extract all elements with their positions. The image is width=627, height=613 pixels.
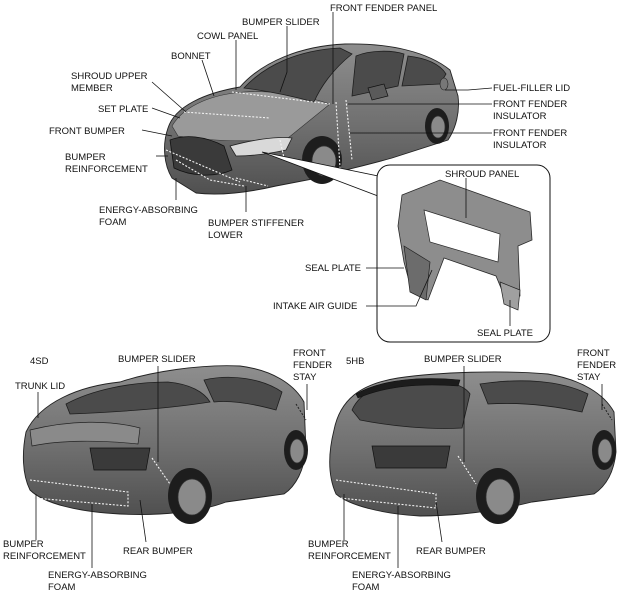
shroud-panel-inset <box>376 164 551 343</box>
hatch-labels: 5HB BUMPER SLIDER FRONT FENDER STAY BUMP… <box>308 348 616 593</box>
label-sedan-energy-foam-2: FOAM <box>48 582 76 593</box>
label-sedan-rear-bumper: REAR BUMPER <box>123 546 193 557</box>
label-energy-foam-top-2: FOAM <box>99 217 127 228</box>
sedan-slider-outline <box>151 457 171 485</box>
intake-air-guide-shape <box>403 245 431 301</box>
label-sedan-bumper-reinforcement-1: BUMPER <box>3 539 44 550</box>
label-front-bumper: FRONT BUMPER <box>49 126 125 137</box>
sedan-front-rim <box>289 438 305 464</box>
label-hatch-bumper-reinforcement-1: BUMPER <box>308 539 349 550</box>
front-side-window-2 <box>401 55 447 87</box>
label-sedan-front-fender-stay-1: FRONT <box>293 348 326 359</box>
sedan-side-window <box>203 376 283 411</box>
label-hatch-front-fender-stay-1: FRONT <box>577 348 610 359</box>
hatch-stay-outline <box>601 403 613 421</box>
sedan-rear-illustration <box>22 365 308 524</box>
label-energy-foam-top-1: ENERGY-ABSORBING <box>99 205 198 216</box>
label-front-fender-insulator-b-2: INSULATOR <box>493 140 547 151</box>
label-seal-plate-left: SEAL PLATE <box>305 263 361 274</box>
hatch-spoiler <box>355 378 461 399</box>
label-hatch-variant: 5HB <box>346 356 364 367</box>
label-sedan-front-fender-stay-2: FENDER <box>293 360 332 371</box>
label-bumper-slider-top: BUMPER SLIDER <box>242 17 320 28</box>
label-sedan-variant: 4SD <box>30 356 49 367</box>
front-car-illustration <box>164 43 459 195</box>
label-hatch-front-fender-stay-2: FENDER <box>577 360 616 371</box>
seal-plate-shape <box>499 281 521 311</box>
label-hatch-bumper-slider: BUMPER SLIDER <box>424 354 502 365</box>
sedan-leaders <box>35 366 308 568</box>
rear-rim <box>430 115 446 139</box>
shroud-panel-opening <box>423 209 501 263</box>
label-front-fender-insulator-b-1: FRONT FENDER <box>493 128 567 139</box>
front-headlamp <box>229 137 293 157</box>
fender-panel-outline <box>279 99 353 169</box>
hatch-slider-outline <box>457 455 477 485</box>
hatch-reinforcement-outline <box>335 479 437 509</box>
hatch-side-window <box>479 380 589 413</box>
label-front-fender-insulator-a-2: INSULATOR <box>493 111 547 122</box>
label-sedan-front-fender-stay-3: STAY <box>293 372 317 383</box>
stiffener-outline <box>235 177 269 187</box>
hatch-rear-rim <box>485 478 515 516</box>
sedan-rear-rim <box>177 478 207 516</box>
sedan-stay-outline <box>295 403 307 421</box>
hatch-taillamp <box>371 445 451 469</box>
top-labels: FRONT FENDER PANEL BUMPER SLIDER COWL PA… <box>49 3 570 339</box>
label-hatch-bumper-reinforcement-2: REINFORCEMENT <box>308 551 391 562</box>
hatch-leaders <box>343 366 603 568</box>
sedan-rear-window <box>65 381 211 415</box>
label-shroud-upper-member-2: MEMBER <box>71 83 113 94</box>
front-windshield <box>243 47 353 103</box>
label-sedan-trunk-lid: TRUNK LID <box>15 381 65 392</box>
label-shroud-panel: SHROUD PANEL <box>445 169 519 180</box>
fuel-filler-lid-shape <box>439 77 449 91</box>
label-hatch-rear-bumper: REAR BUMPER <box>416 546 486 557</box>
foam-outline <box>175 159 245 187</box>
label-hatch-energy-foam-1: ENERGY-ABSORBING <box>352 570 451 581</box>
sedan-labels: 4SD TRUNK LID BUMPER SLIDER FRONT FENDER… <box>3 348 332 593</box>
hatch-front-rim <box>597 438 613 464</box>
label-seal-plate-bottom: SEAL PLATE <box>477 328 533 339</box>
label-sedan-bumper-reinforcement-2: REINFORCEMENT <box>3 551 86 562</box>
bumper-reinforcement-outline <box>165 149 241 183</box>
label-bumper-reinforcement-top-1: BUMPER <box>65 152 106 163</box>
sedan-taillamp <box>89 447 151 471</box>
label-front-fender-panel: FRONT FENDER PANEL <box>330 3 437 14</box>
label-cowl-panel: COWL PANEL <box>197 31 258 42</box>
label-sedan-bumper-slider: BUMPER SLIDER <box>118 354 196 365</box>
label-fuel-filler-lid: FUEL-FILLER LID <box>493 83 570 94</box>
label-hatch-energy-foam-2: FOAM <box>352 582 380 593</box>
front-side-window-1 <box>351 50 405 97</box>
side-mirror <box>367 83 389 101</box>
sedan-trunk-lid-shape <box>29 421 141 447</box>
label-bonnet: BONNET <box>171 51 211 62</box>
top-leaders <box>141 12 511 326</box>
label-front-fender-insulator-a-1: FRONT FENDER <box>493 99 567 110</box>
label-bumper-reinforcement-top-2: REINFORCEMENT <box>65 164 148 175</box>
label-hatch-front-fender-stay-3: STAY <box>577 372 601 383</box>
hatch-rear-illustration <box>329 371 617 524</box>
label-set-plate: SET PLATE <box>98 104 148 115</box>
label-shroud-upper-member-1: SHROUD UPPER <box>71 71 148 82</box>
label-intake-air-guide: INTAKE AIR GUIDE <box>273 301 357 312</box>
label-bumper-stiffener-2: LOWER <box>208 230 243 241</box>
label-sedan-energy-foam-1: ENERGY-ABSORBING <box>48 570 147 581</box>
sedan-reinforcement-outline <box>29 479 129 507</box>
label-bumper-stiffener-1: BUMPER STIFFENER <box>208 218 304 229</box>
